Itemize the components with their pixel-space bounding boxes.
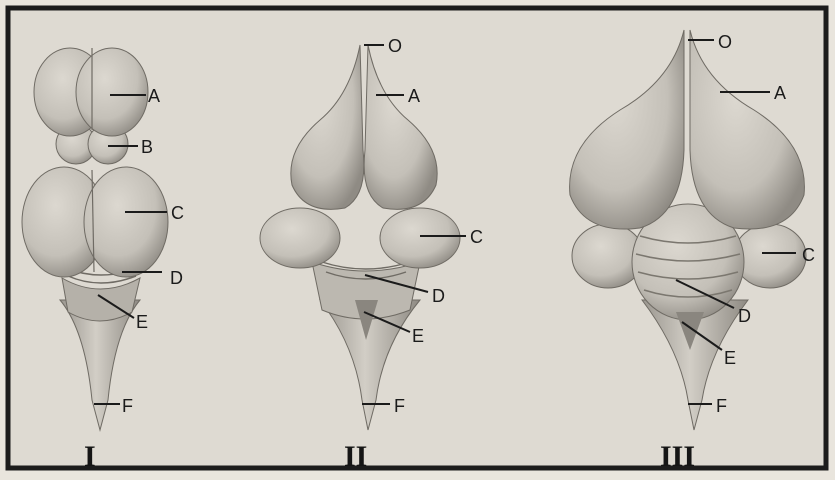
panel-1-label-c: C bbox=[171, 203, 184, 223]
panel-3-label-d: D bbox=[738, 306, 751, 326]
panel-1-numeral: I bbox=[84, 440, 96, 473]
panel-1-label-a: A bbox=[148, 86, 160, 106]
panel-2-label-o: O bbox=[388, 36, 402, 56]
panel-1-label-b: B bbox=[141, 137, 153, 157]
panel-2-label-a: A bbox=[408, 86, 420, 106]
panel-3-label-f: F bbox=[716, 396, 727, 416]
panel-2-lobe-c-left bbox=[260, 208, 340, 268]
panel-3-numeral: III bbox=[660, 440, 695, 473]
panel-3-label-o: O bbox=[718, 32, 732, 52]
panel-3-label-a: A bbox=[774, 83, 786, 103]
panel-2-lobe-c-right bbox=[380, 208, 460, 268]
panel-2-label-d: D bbox=[432, 286, 445, 306]
panel-1-label-f: F bbox=[122, 396, 133, 416]
panel-3-label-e: E bbox=[724, 348, 736, 368]
panel-1-lobe-a-right bbox=[76, 48, 148, 136]
panel-2-label-f: F bbox=[394, 396, 405, 416]
panel-2-label-e: E bbox=[412, 326, 424, 346]
panel-1-lobe-c-right bbox=[84, 167, 168, 277]
panel-2-numeral: II bbox=[344, 440, 367, 473]
panel-1-label-d: D bbox=[170, 268, 183, 288]
panel-3-label-c: C bbox=[802, 245, 815, 265]
panel-3-lobe-c-right bbox=[734, 224, 806, 288]
panel-1-label-e: E bbox=[136, 312, 148, 332]
panel-2-label-c: C bbox=[470, 227, 483, 247]
